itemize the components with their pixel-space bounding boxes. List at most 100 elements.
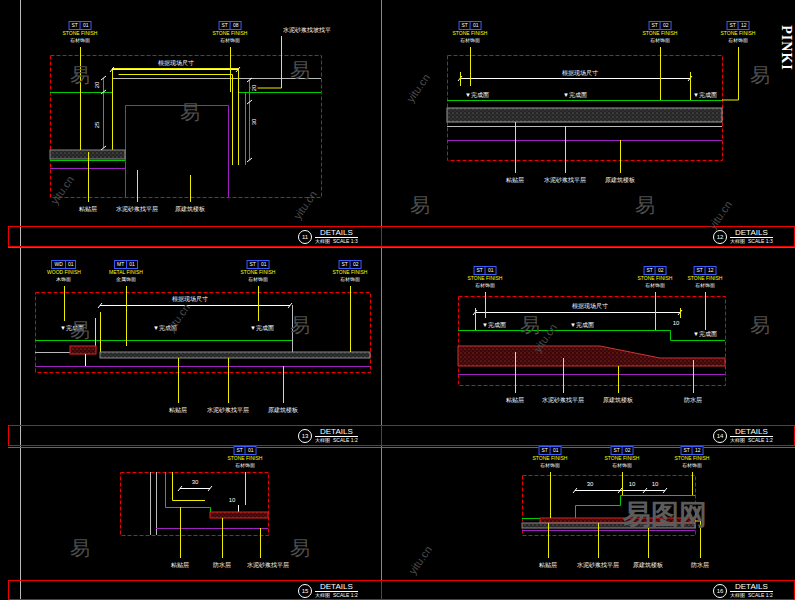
dimension: 20 — [251, 85, 258, 92]
finish-name-en: STONE FINISH — [687, 275, 724, 282]
tag-code: ST — [248, 261, 258, 268]
level-mark: ▼完成面 — [692, 92, 718, 99]
dimension: 10 — [652, 481, 659, 488]
finish-name-cn: 石材饰面 — [234, 462, 256, 469]
material-label: 原建筑楼板 — [604, 177, 636, 184]
material-label: 根据现场尺寸 — [561, 70, 599, 77]
detail-subtitle: 大样图 — [315, 592, 330, 599]
tag-box: WD01 — [52, 260, 77, 269]
detail-number: 11 — [298, 230, 312, 244]
watermark: 易 — [180, 101, 200, 123]
tag-box: ST02 — [339, 260, 362, 269]
material-label: 原建筑楼板 — [267, 407, 299, 414]
finish-name-en: STONE FINISH — [637, 275, 674, 282]
finish-name-cn: 石材饰面 — [474, 282, 496, 289]
scale-text: SCALE 1:2 — [748, 592, 773, 599]
tag-number: 01 — [245, 447, 256, 454]
watermark: 易 — [750, 314, 770, 336]
tag-box: ST01 — [539, 446, 562, 455]
finish-name-cn: 石材饰面 — [644, 282, 666, 289]
scale-text: SCALE 1:3 — [748, 238, 773, 245]
material-tag: ST01STONE FINISH石材饰面 — [532, 446, 569, 469]
watermark: 易 — [635, 194, 655, 216]
finish-name-en: STONE FINISH — [212, 30, 249, 37]
material-label: 粘贴层 — [538, 562, 558, 569]
tag-number: 02 — [350, 261, 361, 268]
finish-name-en: STONE FINISH — [332, 269, 369, 276]
material-tag: ST12STONE FINISH石材饰面 — [687, 266, 724, 289]
detail-title-block: 11DETAILS大样图SCALE 1:3 — [298, 228, 358, 245]
material-tag: MT01METAL FINISH金属饰面 — [108, 260, 144, 283]
finish-name-en: STONE FINISH — [604, 455, 641, 462]
detail-title-block: 14DETAILS大样图SCALE 1:2 — [713, 427, 773, 444]
dimension: 10 — [673, 320, 680, 327]
finish-name-en: STONE FINISH — [240, 269, 277, 276]
material-tag: ST01STONE FINISH石材饰面 — [467, 266, 504, 289]
tag-code: MT — [115, 261, 126, 268]
finish-name-en: WOOD FINISH — [46, 269, 82, 276]
watermark: 易 — [70, 537, 90, 559]
material-label: 粘贴层 — [505, 177, 525, 184]
tag-number: 01 — [65, 261, 76, 268]
brand-text: PINKI — [779, 25, 793, 70]
finish-name-en: STONE FINISH — [532, 455, 569, 462]
tag-number: 02 — [655, 267, 666, 274]
material-tag: ST02STONE FINISH石材饰面 — [637, 266, 674, 289]
detail-heading: DETAILS — [315, 427, 358, 437]
tag-code: ST — [475, 267, 485, 274]
detail-title-block: 15DETAILS大样图SCALE 1:2 — [298, 582, 358, 599]
watermark: 易图网 — [623, 500, 707, 530]
material-label: 水泥砂浆找平层 — [576, 562, 620, 569]
watermark: 易 — [750, 64, 770, 86]
dimension: 30 — [587, 481, 594, 488]
dimension: 20 — [94, 82, 101, 89]
level-mark: ▼完成面 — [249, 325, 275, 332]
tag-box: ST01 — [247, 260, 270, 269]
finish-name-cn: 石材饰面 — [539, 462, 561, 469]
finish-name-cn: 石材饰面 — [611, 462, 633, 469]
finish-name-cn: 石材饰面 — [219, 37, 241, 44]
watermark: 易 — [70, 64, 90, 86]
material-label: 防水层 — [690, 562, 710, 569]
tag-code: ST — [695, 267, 705, 274]
tag-box: ST12 — [681, 446, 704, 455]
material-tag: ST02STONE FINISH石材饰面 — [332, 260, 369, 283]
watermark: 易 — [290, 59, 310, 81]
level-mark: ▼完成面 — [464, 92, 490, 99]
detail-number: 13 — [298, 429, 312, 443]
tag-number: 01 — [258, 261, 269, 268]
finish-name-cn: 木饰面 — [55, 276, 72, 283]
tag-box: ST01 — [459, 21, 482, 30]
tag-code: ST — [540, 447, 550, 454]
dimension: 30 — [251, 119, 258, 126]
material-tag: ST02STONE FINISH石材饰面 — [604, 446, 641, 469]
finish-name-en: STONE FINISH — [62, 30, 99, 37]
level-mark: ▼完成面 — [692, 331, 718, 338]
material-label: 水泥砂浆找平层 — [115, 206, 159, 213]
finish-name-en: STONE FINISH — [452, 30, 489, 37]
note-label: 水泥砂浆找坡找平 — [282, 27, 332, 34]
material-label: 水泥砂浆找平层 — [206, 407, 250, 414]
scale-text: SCALE 1:2 — [333, 437, 358, 444]
finish-name-en: STONE FINISH — [674, 455, 711, 462]
finish-name-en: STONE FINISH — [720, 30, 757, 37]
material-tag: ST01STONE FINISH石材饰面 — [62, 21, 99, 44]
material-label: 根据现场尺寸 — [171, 296, 209, 303]
dimension: 10 — [629, 481, 636, 488]
watermark: 易 — [290, 314, 310, 336]
detail-title-block: 12DETAILS大样图SCALE 1:3 — [713, 228, 773, 245]
tag-number: 01 — [126, 261, 137, 268]
material-label: 原建筑楼板 — [602, 397, 634, 404]
material-label: 防水层 — [683, 397, 703, 404]
scale-text: SCALE 1:2 — [748, 437, 773, 444]
material-label: 粘贴层 — [78, 206, 98, 213]
detail-subtitle: 大样图 — [730, 592, 745, 599]
material-tag: ST12STONE FINISH石材饰面 — [720, 21, 757, 44]
tag-number: 12 — [738, 22, 749, 29]
tag-box: ST02 — [649, 21, 672, 30]
tag-code: ST — [460, 22, 470, 29]
tag-box: ST02 — [644, 266, 667, 275]
tag-code: ST — [220, 22, 230, 29]
detail-heading: DETAILS — [730, 582, 773, 592]
level-mark: ▼完成面 — [562, 92, 588, 99]
